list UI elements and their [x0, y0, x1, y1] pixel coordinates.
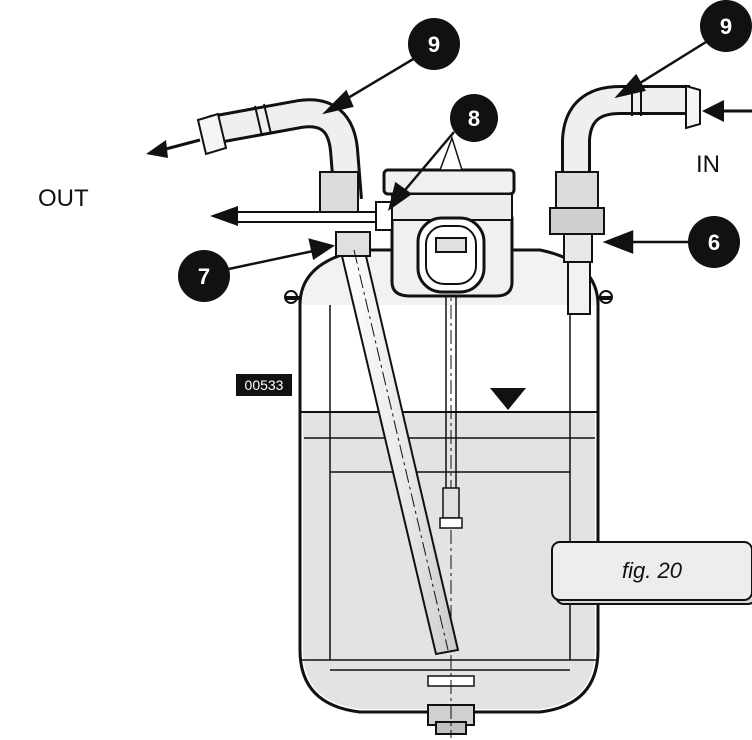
out-label: OUT	[38, 185, 89, 212]
figure-label: fig. 20	[551, 541, 752, 605]
svg-text:00533: 00533	[245, 377, 284, 393]
in-flow-arrow	[702, 100, 752, 122]
in-label: IN	[696, 151, 720, 178]
out-elbow	[196, 98, 363, 213]
callout-8: 8	[450, 94, 498, 142]
outlet-pipe	[335, 231, 460, 656]
callout-9-right: 9	[700, 0, 752, 52]
level-marker	[490, 388, 526, 410]
callout-9-left: 9	[408, 18, 460, 70]
svg-text:9: 9	[720, 14, 732, 39]
svg-text:8: 8	[468, 106, 480, 131]
out-flow-arrow	[146, 138, 201, 158]
in-elbow	[549, 84, 701, 315]
filter-housing	[382, 135, 516, 529]
svg-text:6: 6	[708, 230, 720, 255]
code-label: 00533	[236, 374, 292, 396]
svg-text:7: 7	[198, 264, 210, 289]
callout-7: 7	[178, 250, 230, 302]
callout-leaders	[223, 40, 707, 272]
svg-text:9: 9	[428, 32, 440, 57]
callout-6: 6	[688, 216, 740, 268]
overflow-arrow	[210, 201, 393, 231]
svg-text:fig. 20: fig. 20	[622, 558, 683, 583]
